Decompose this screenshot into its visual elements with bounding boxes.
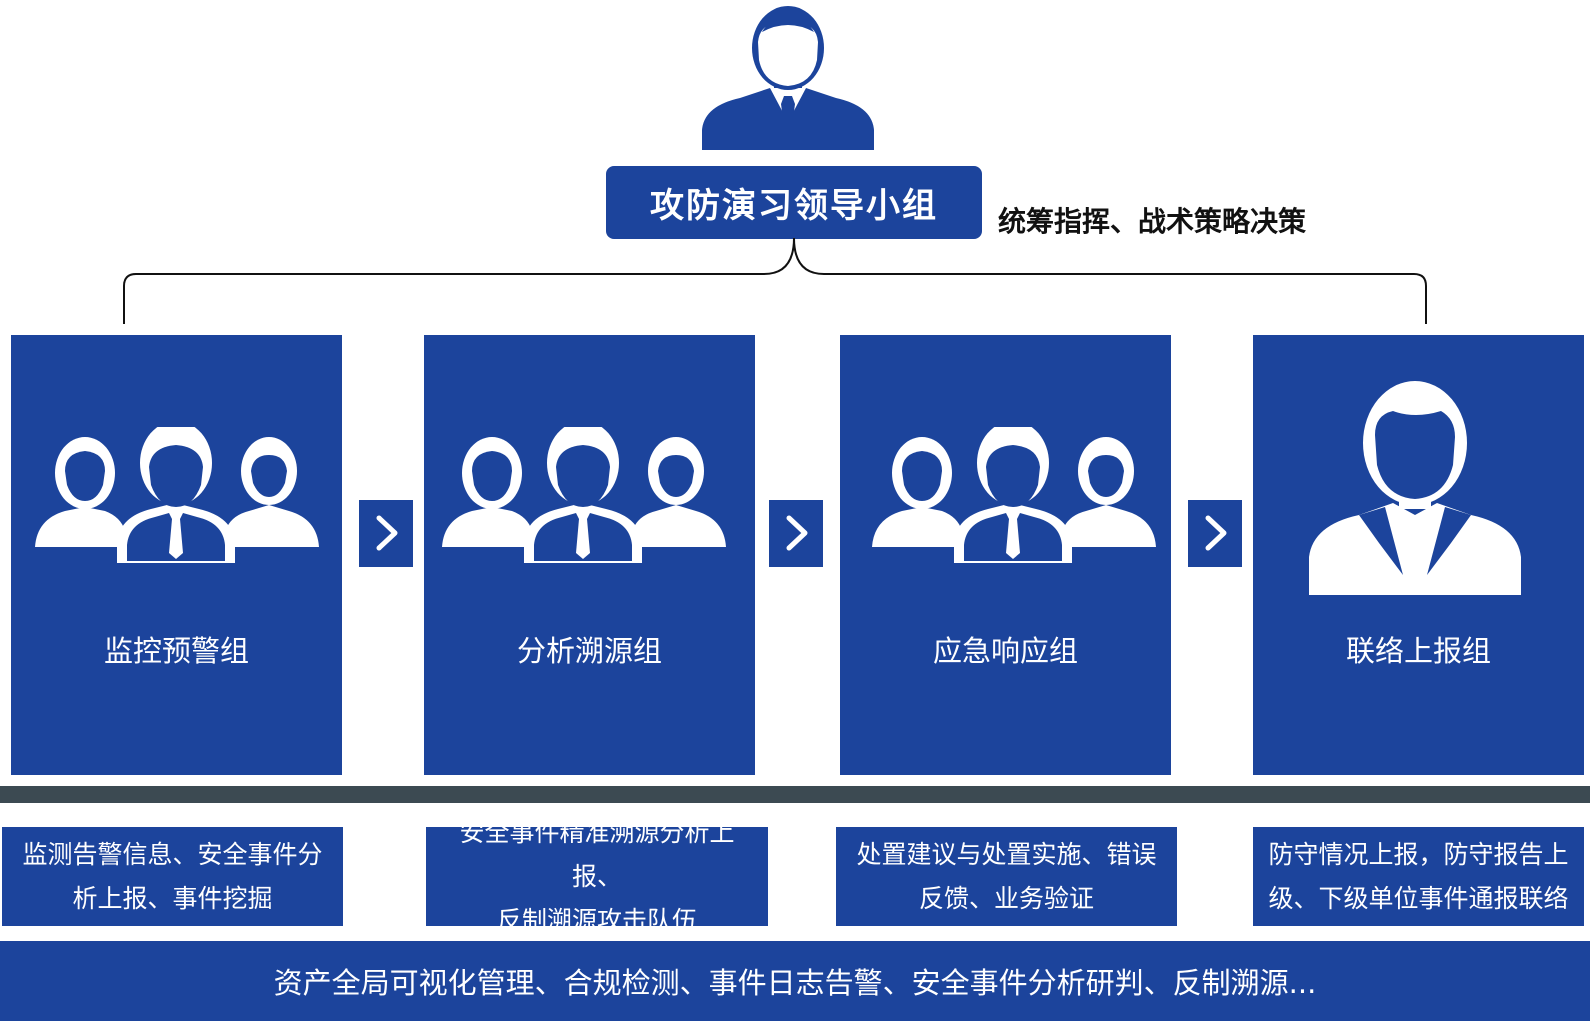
team-icon: [442, 427, 726, 563]
duty-box-analysis: 安全事件精准溯源分析上报、 反制溯源攻击队伍: [426, 818, 768, 935]
next-arrow-button: [1188, 500, 1242, 567]
duty-text-line: 防守情况上报，防守报告上: [1268, 839, 1569, 869]
leader-group-title: 攻防演习领导小组: [650, 186, 938, 226]
chevron-right-icon: [786, 515, 808, 551]
group-box-response: 应急响应组: [840, 335, 1171, 775]
duty-text-line: 析上报、事件挖掘: [72, 883, 273, 913]
leader-avatar-icon: [700, 2, 876, 150]
capabilities-banner: 资产全局可视化管理、合规检测、事件日志告警、安全事件分析研判、反制溯源...: [0, 941, 1590, 1021]
duty-text-line: 级、下级单位事件通报联络: [1268, 883, 1569, 913]
duty-box-response: 处置建议与处置实施、错误 反馈、业务验证: [836, 827, 1177, 926]
group-box-liaison: 联络上报组: [1253, 335, 1584, 775]
group-box-monitoring: 监控预警组: [11, 335, 342, 775]
leader-group-description: 统筹指挥、战术策略决策: [998, 205, 1307, 238]
duty-box-liaison: 防守情况上报，防守报告上 级、下级单位事件通报联络: [1253, 827, 1584, 926]
group-box-analysis: 分析溯源组: [424, 335, 755, 775]
next-arrow-button: [769, 500, 823, 567]
team-icon: [872, 427, 1156, 563]
section-divider: [0, 786, 1590, 803]
chevron-right-icon: [1205, 515, 1227, 551]
duty-box-monitoring: 监测告警信息、安全事件分 析上报、事件挖掘: [2, 827, 343, 926]
chevron-right-icon: [376, 515, 398, 551]
group-label: 监控预警组: [103, 634, 249, 668]
duty-text-line: 反制溯源攻击队伍: [496, 905, 697, 935]
leader-group-box: 攻防演习领导小组: [606, 166, 982, 239]
duty-text-line: 安全事件精准溯源分析上报、: [459, 817, 735, 891]
group-label: 联络上报组: [1345, 634, 1491, 668]
next-arrow-button: [359, 500, 413, 567]
group-label: 分析溯源组: [516, 634, 662, 668]
team-icon: [35, 427, 319, 563]
person-icon: [1307, 375, 1523, 595]
duty-text-line: 监测告警信息、安全事件分: [22, 839, 323, 869]
duty-text-line: 反馈、业务验证: [918, 883, 1094, 913]
org-bracket-connector: [118, 238, 1438, 326]
capabilities-text: 资产全局可视化管理、合规检测、事件日志告警、安全事件分析研判、反制溯源...: [273, 966, 1317, 1000]
duty-text-line: 处置建议与处置实施、错误: [856, 839, 1157, 869]
group-label: 应急响应组: [932, 634, 1078, 668]
